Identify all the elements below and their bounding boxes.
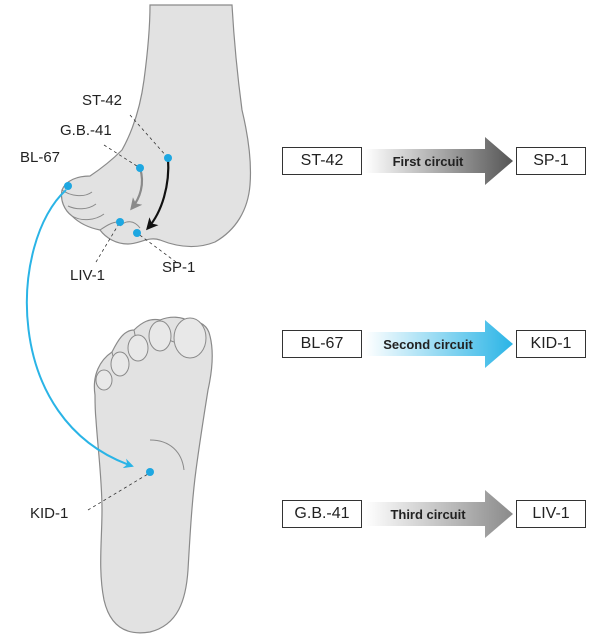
circuit-1-to: SP-1 — [516, 147, 586, 175]
toe-2 — [149, 321, 171, 351]
big-toe — [174, 318, 206, 358]
circuit-2-to: KID-1 — [516, 330, 586, 358]
circuit-3-to: LIV-1 — [516, 500, 586, 528]
label-st42: ST-42 — [82, 92, 122, 109]
point-liv1 — [116, 218, 124, 226]
circuit-1-arrow: First circuit — [365, 137, 515, 185]
circuit-1-label: First circuit — [365, 137, 491, 185]
point-gb41 — [136, 164, 144, 172]
point-kid1 — [146, 468, 154, 476]
label-liv1: LIV-1 — [70, 267, 105, 284]
circuit-3-label: Third circuit — [365, 490, 491, 538]
point-sp1 — [133, 229, 141, 237]
label-sp1: SP-1 — [162, 259, 195, 276]
toe-5 — [96, 370, 112, 390]
label-bl67: BL-67 — [20, 149, 60, 166]
label-kid1: KID-1 — [30, 505, 68, 522]
circuit-3-from: G.B.-41 — [282, 500, 362, 528]
point-bl67 — [64, 182, 72, 190]
toe-4 — [111, 352, 129, 376]
label-gb41: G.B.-41 — [60, 122, 112, 139]
point-st42 — [164, 154, 172, 162]
circuit-3-arrow: Third circuit — [365, 490, 515, 538]
circuit-2-label: Second circuit — [365, 320, 491, 368]
circuit-1-from: ST-42 — [282, 147, 362, 175]
circuit-2-from: BL-67 — [282, 330, 362, 358]
circuit-2-arrow: Second circuit — [365, 320, 515, 368]
toe-3 — [128, 335, 148, 361]
